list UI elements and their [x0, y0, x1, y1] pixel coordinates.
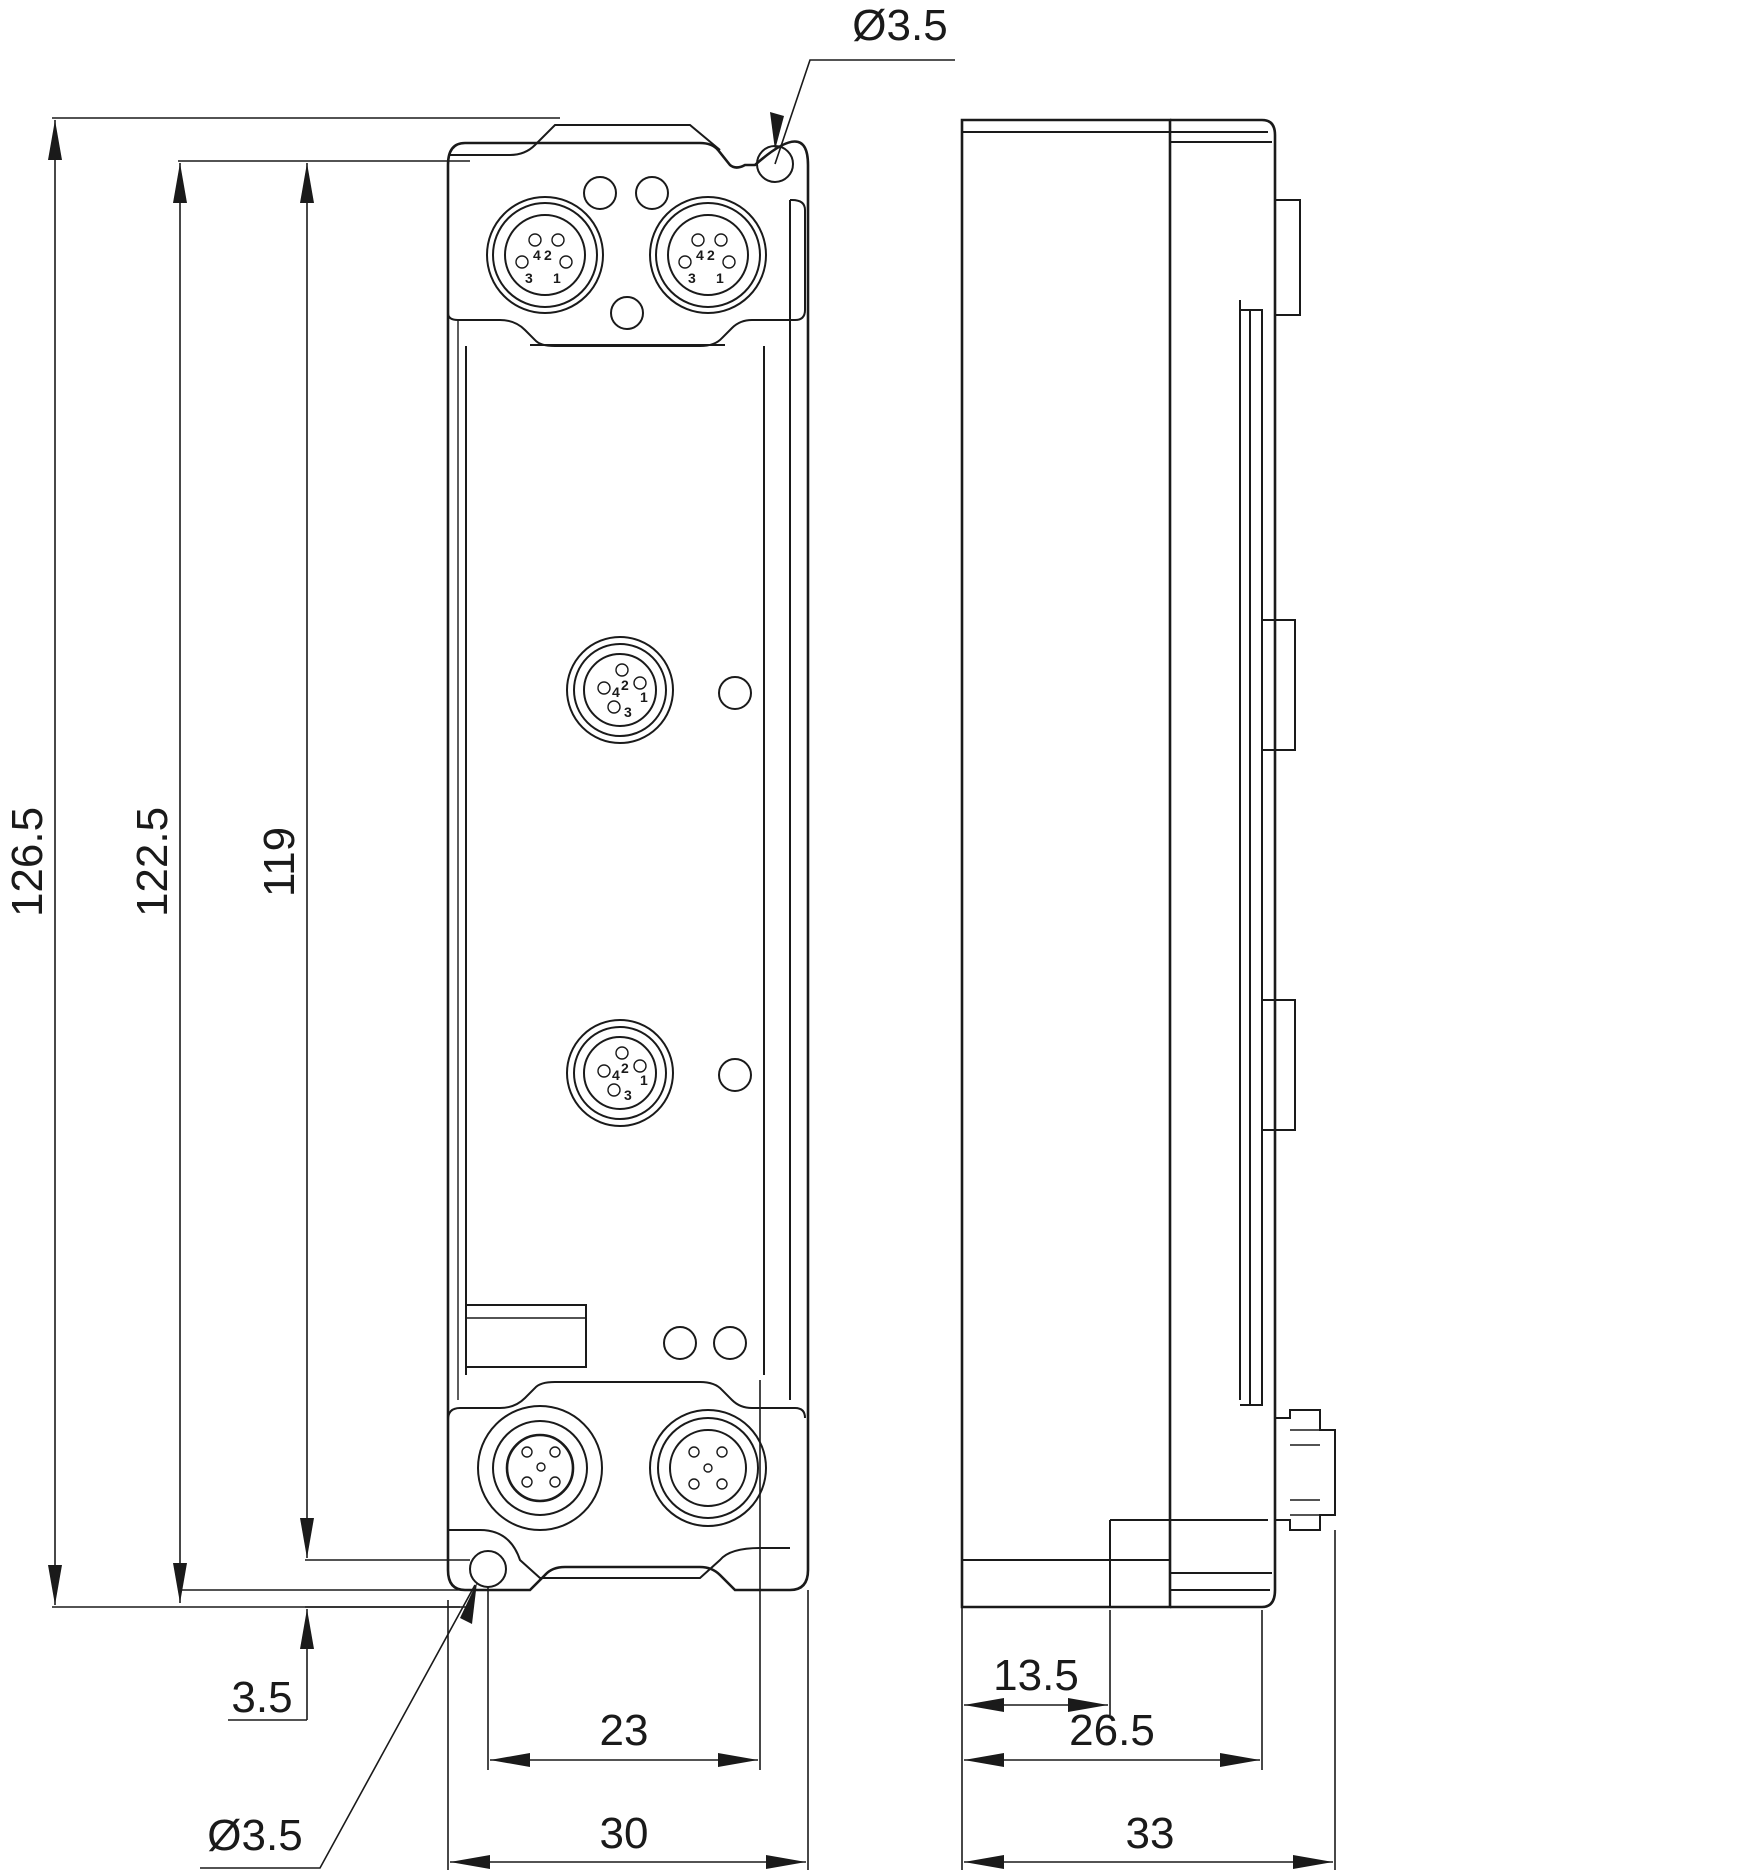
pin-label: 3: [624, 704, 632, 720]
dim-side-total-depth: 33: [1126, 1809, 1175, 1858]
pin-label: 1: [716, 270, 724, 286]
led-indicator: [635, 176, 669, 210]
connector-mid-lower: 2 1 4 3: [566, 1019, 674, 1127]
dim-side-body-depth: 26.5: [1069, 1706, 1155, 1755]
dim-total-width: 30: [600, 1809, 649, 1858]
front-view: 4 2 3 1 4 2 3 1 2 1: [446, 124, 810, 1592]
led-indicator: [718, 676, 752, 710]
dim-bottom-offset: 3.5: [231, 1673, 292, 1722]
pin-label: 4: [612, 684, 620, 700]
led-indicator: [610, 296, 644, 330]
dim-inner-height: 119: [255, 827, 304, 897]
pin-label: 2: [544, 247, 552, 263]
dim-hole-diameter-bottom: Ø3.5: [207, 1811, 302, 1860]
side-view: [960, 118, 1336, 1609]
pin-label: 1: [640, 689, 648, 705]
pin-label: 1: [640, 1072, 648, 1088]
connector-top-left: 4 2 3 1: [486, 196, 604, 314]
connector-bottom-left: [477, 1405, 603, 1531]
pin-label: 3: [525, 270, 533, 286]
connector-mid-upper: 2 1 4 3: [566, 636, 674, 744]
pin-label: 2: [707, 247, 715, 263]
pin-label: 2: [621, 677, 629, 693]
led-indicator: [583, 176, 617, 210]
label-area: [465, 1304, 587, 1368]
pin-label: 4: [533, 247, 541, 263]
side-dimensions: 13.5 26.5 33: [961, 1530, 1336, 1870]
bottom-mount-hole: [469, 1550, 507, 1588]
dim-hole-diameter-top: Ø3.5: [852, 1, 947, 50]
pin-label: 3: [624, 1087, 632, 1103]
connector-top-right: 4 2 3 1: [649, 196, 767, 314]
pin-label: 4: [612, 1067, 620, 1083]
led-indicator: [663, 1326, 697, 1360]
led-indicator: [718, 1058, 752, 1092]
pin-label: 3: [688, 270, 696, 286]
front-dimensions: 126.5 122.5 119 3.5 Ø3.5 Ø3.5 23: [3, 1, 955, 1870]
dim-total-height: 126.5: [3, 807, 52, 917]
pin-label: 2: [621, 1060, 629, 1076]
pin-label: 4: [696, 247, 704, 263]
dim-inner-width: 23: [600, 1706, 649, 1755]
connector-bottom-right: [649, 1409, 767, 1527]
led-indicator: [713, 1326, 747, 1360]
dim-side-offset: 13.5: [993, 1651, 1079, 1700]
dim-mount-hole-spacing: 122.5: [128, 807, 177, 917]
pin-label: 1: [553, 270, 561, 286]
